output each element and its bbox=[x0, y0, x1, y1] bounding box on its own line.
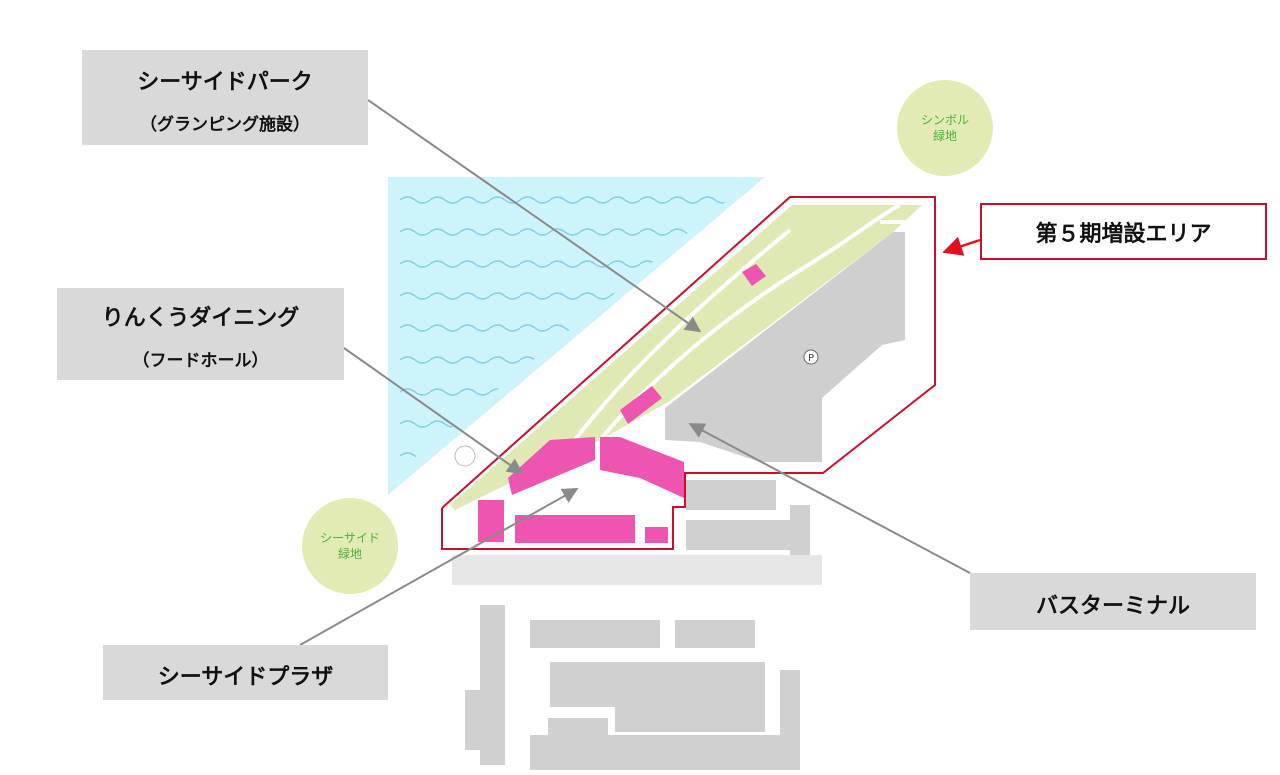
symbol-green-line1: シンボル bbox=[920, 113, 969, 127]
rinku-dining-subtitle: （フードホール） bbox=[132, 351, 269, 371]
compass-icon bbox=[454, 445, 476, 467]
symbol-green-line2: 緑地 bbox=[932, 129, 957, 143]
seaside-plaza-leader bbox=[299, 488, 579, 646]
existing-mall-buildings bbox=[452, 480, 822, 770]
seaside-park-green bbox=[450, 205, 922, 510]
bus-terminal-title: バスターミナル bbox=[1035, 594, 1190, 619]
seaside-plaza-title: シーサイドプラザ bbox=[157, 665, 334, 690]
rinku-dining-leader bbox=[343, 347, 524, 475]
seaside-green-area bbox=[302, 498, 398, 594]
symbol-green-label: シンボル 緑地 bbox=[905, 112, 985, 144]
seaside-park-subtitle: （グランピング施設） bbox=[140, 115, 310, 135]
seaside-green-label: シーサイド 緑地 bbox=[305, 530, 395, 562]
bus-terminal-leader bbox=[688, 423, 971, 574]
symbol-green-area bbox=[897, 80, 993, 176]
expansion-area-leader bbox=[942, 236, 981, 256]
expansion-area-title: 第５期増設エリア bbox=[1035, 221, 1212, 247]
seaside-green-line1: シーサイド bbox=[320, 531, 380, 545]
shop-blocks bbox=[478, 264, 766, 543]
sea-waves bbox=[400, 190, 740, 470]
parking-icon bbox=[803, 349, 819, 365]
seaside-park-leader bbox=[367, 99, 702, 333]
expansion-area-label: 第５期増設エリア bbox=[980, 203, 1267, 260]
parking-symbol: P bbox=[808, 353, 814, 364]
seaside-plaza-label: シーサイドプラザ bbox=[103, 645, 388, 700]
seaside-park-title: シーサイドパーク bbox=[137, 70, 313, 95]
expansion-area-boundary bbox=[441, 196, 936, 550]
rinku-dining-label: りんくうダイニング （フードホール） bbox=[57, 288, 344, 380]
seaside-green-line2: 緑地 bbox=[337, 547, 362, 561]
seaside-park-label: シーサイドパーク （グランピング施設） bbox=[82, 50, 368, 145]
rinku-dining-title: りんくうダイニング bbox=[101, 306, 300, 331]
bus-terminal-label: バスターミナル bbox=[970, 573, 1256, 630]
bus-terminal-parking bbox=[665, 232, 905, 462]
